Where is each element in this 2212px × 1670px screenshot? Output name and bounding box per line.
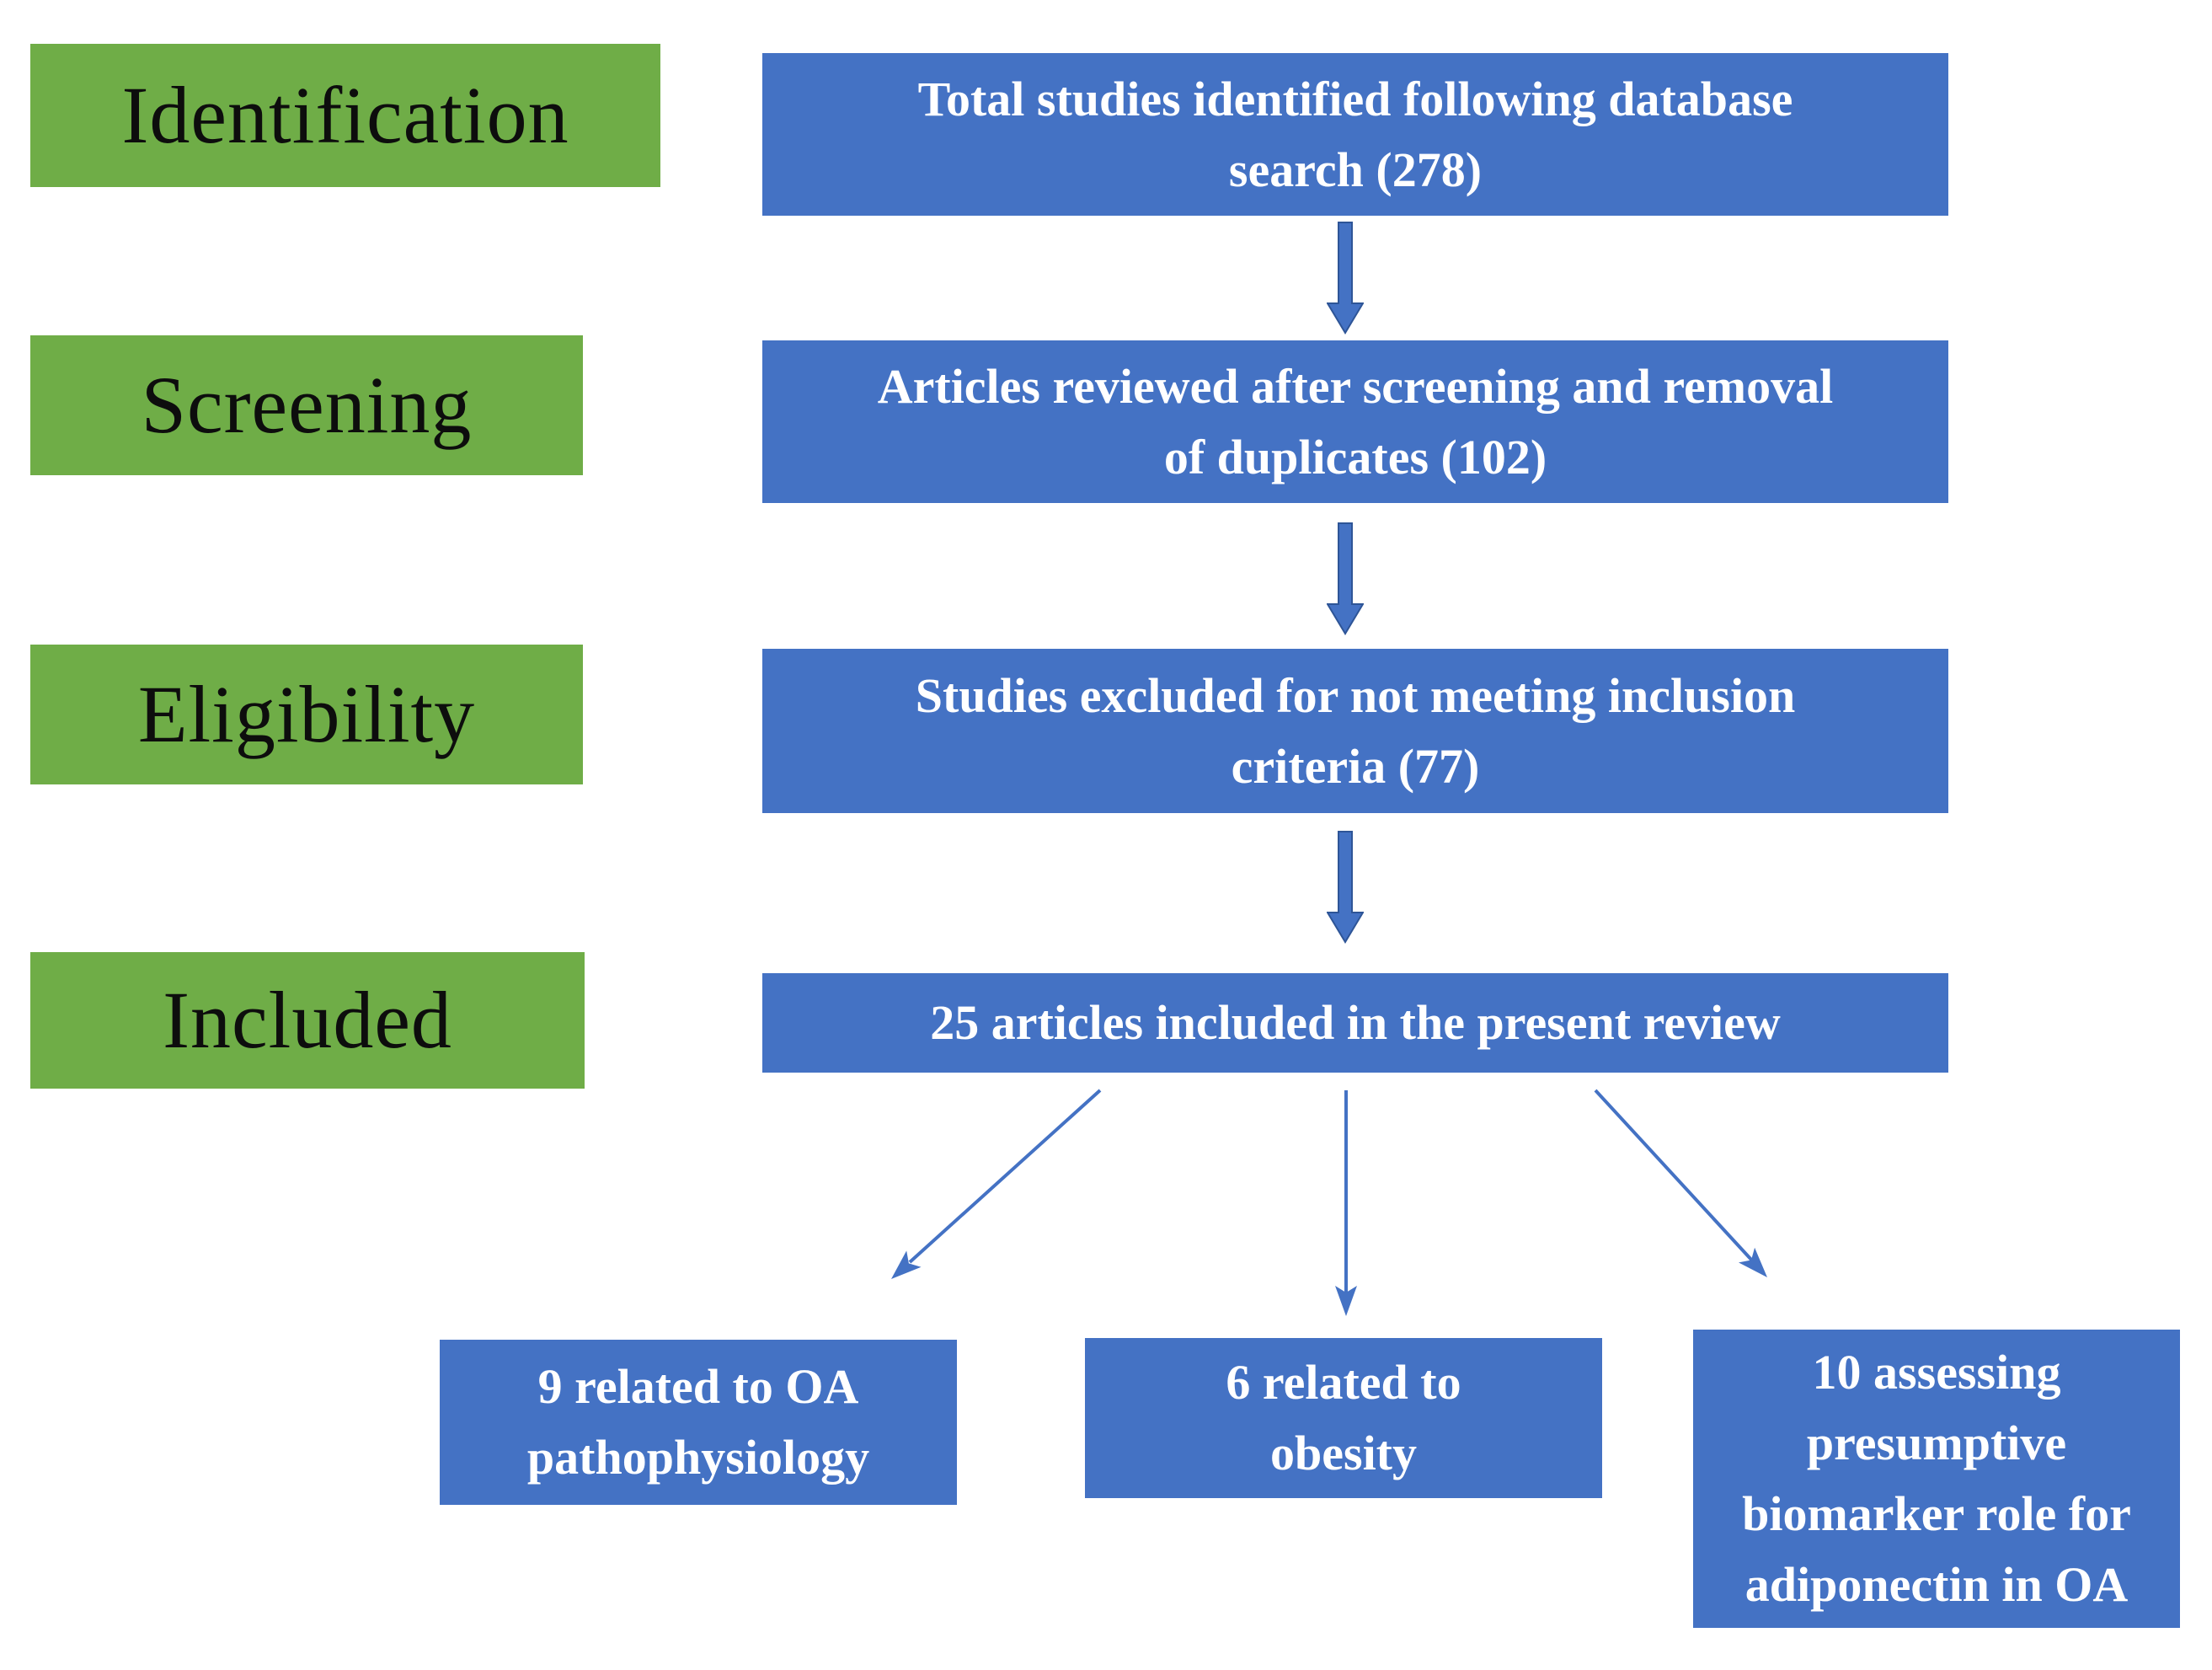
flow-box-identified: Total studies identified following datab… — [762, 53, 1948, 216]
flow-box-screened-line2: of duplicates (102) — [1163, 429, 1547, 484]
flow-box-screened-line1: Articles reviewed after screening and re… — [877, 358, 1834, 414]
outcome-biomarker-line3: biomarker role for — [1742, 1486, 2131, 1541]
outcome-biomarker-line2: presumptive — [1806, 1416, 2067, 1470]
stage-included-label: Included — [163, 975, 452, 1065]
stage-included: Included — [30, 952, 585, 1089]
down-block-arrow-icon-3 — [1327, 831, 1364, 944]
flow-box-identified-line1: Total studies identified following datab… — [917, 71, 1793, 126]
flow-box-excluded: Studies excluded for not meeting inclusi… — [762, 649, 1948, 813]
outcome-pathophysiology-line2: pathophysiology — [526, 1430, 870, 1485]
stage-identification-label: Identification — [121, 70, 569, 160]
outcome-biomarker-line4: adiponectin in OA — [1744, 1557, 2129, 1612]
flow-box-excluded-line2: criteria (77) — [1231, 738, 1480, 794]
flow-box-included: 25 articles included in the present revi… — [762, 973, 1948, 1073]
fan-arrow-left-icon — [891, 1089, 1102, 1279]
fan-arrow-middle-icon — [1335, 1090, 1357, 1316]
fan-arrows — [0, 1077, 2212, 1346]
flow-box-included-line1: 25 articles included in the present revi… — [930, 995, 1781, 1050]
stage-eligibility: Eligibility — [30, 645, 583, 784]
stage-screening: Screening — [30, 335, 583, 475]
stage-eligibility-label: Eligibility — [137, 669, 476, 759]
outcome-obesity-line1: 6 related to — [1226, 1355, 1461, 1410]
down-block-arrow-icon-1 — [1327, 222, 1364, 335]
flow-box-excluded-line1: Studies excluded for not meeting inclusi… — [915, 667, 1796, 723]
stage-identification: Identification — [30, 44, 660, 187]
flow-box-screened: Articles reviewed after screening and re… — [762, 340, 1948, 503]
fan-arrow-right-icon — [1594, 1089, 1767, 1277]
stage-screening-label: Screening — [141, 360, 473, 450]
outcome-obesity-line2: obesity — [1270, 1426, 1417, 1480]
down-block-arrow-icon-2 — [1327, 522, 1364, 635]
outcome-pathophysiology-line1: 9 related to OA — [537, 1359, 859, 1414]
flow-box-identified-line2: search (278) — [1228, 142, 1483, 197]
outcome-box-obesity: 6 related to obesity — [1085, 1338, 1602, 1498]
outcome-biomarker-line1: 10 assessing — [1812, 1345, 2061, 1400]
outcome-box-pathophysiology: 9 related to OA pathophysiology — [440, 1340, 957, 1505]
outcome-box-biomarker: 10 assessing presumptive biomarker role … — [1693, 1330, 2180, 1628]
